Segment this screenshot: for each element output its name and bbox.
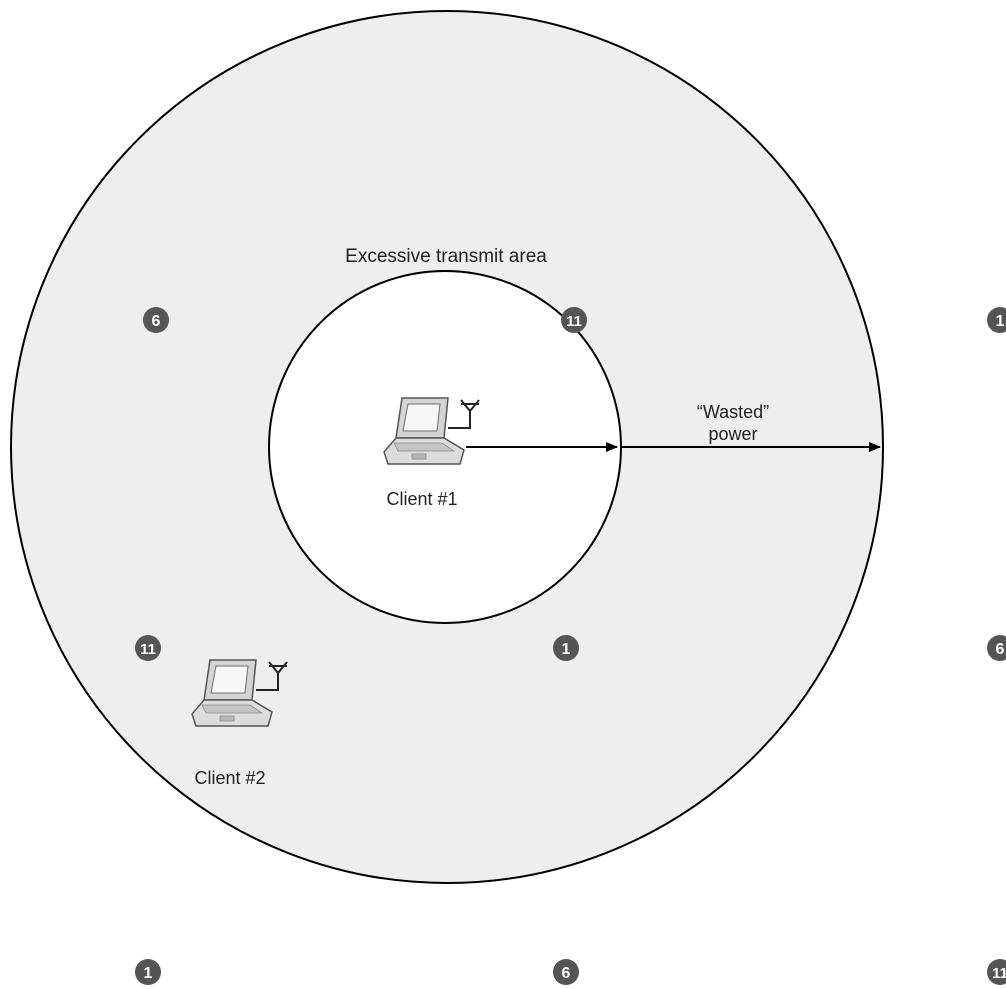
svg-text:11: 11	[566, 313, 582, 330]
channel-badge: 1	[135, 959, 161, 985]
channel-badge: 6	[143, 307, 169, 333]
svg-text:6: 6	[562, 965, 571, 982]
svg-text:11: 11	[992, 965, 1006, 982]
svg-text:11: 11	[140, 641, 156, 658]
svg-text:6: 6	[152, 313, 161, 330]
client2-label: Client #2	[194, 768, 265, 788]
channel-badge: 1	[553, 635, 579, 661]
svg-text:1: 1	[996, 313, 1005, 330]
channel-badge: 6	[987, 635, 1006, 661]
channel-badge: 11	[135, 635, 161, 661]
channel-badge: 1	[987, 307, 1006, 333]
svg-text:6: 6	[996, 641, 1005, 658]
svg-text:1: 1	[144, 965, 153, 982]
client1-label: Client #1	[386, 489, 457, 509]
wasted-label-line1: “Wasted”	[697, 402, 769, 422]
wasted-label-line2: power	[708, 424, 757, 444]
channel-badge: 6	[553, 959, 579, 985]
channel-badge: 11	[561, 307, 587, 333]
excessive-area-label: Excessive transmit area	[345, 246, 547, 267]
channel-badge: 11	[987, 959, 1006, 985]
svg-text:1: 1	[562, 641, 571, 658]
